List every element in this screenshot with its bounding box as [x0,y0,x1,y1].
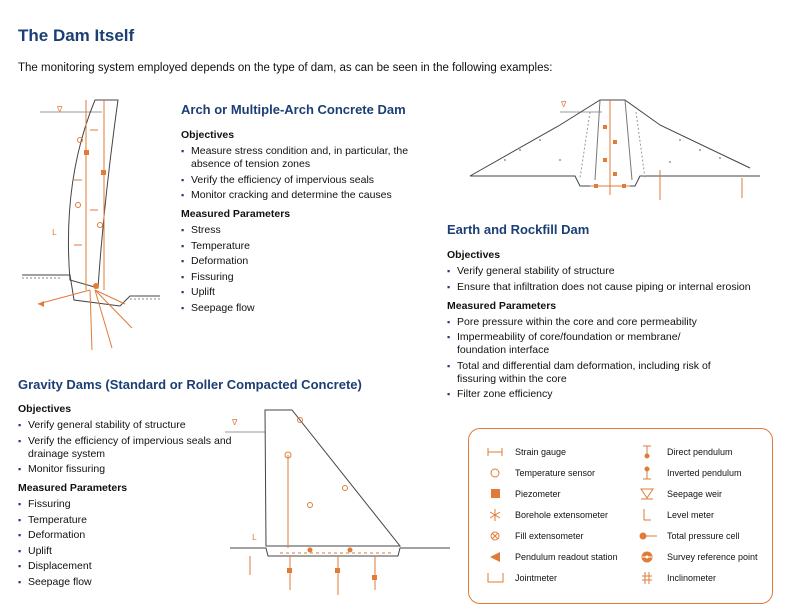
inclinometer-icon [642,572,652,584]
list-item: Ensure that infiltration does not cause … [447,281,782,294]
list-item: Stress [181,224,426,237]
temperature-sensor-icon [490,468,500,478]
arch-level-meter-icon: L [52,228,57,237]
piezometer-icon [491,489,500,498]
fill-extensometer-icon [490,531,500,541]
earth-params-heading: Measured Parameters [447,299,557,312]
arch-params-list: Stress Temperature Deformation Fissuring… [181,224,426,315]
arch-objectives-list: Measure stress condition and, in particu… [181,145,426,202]
list-item: Filter zone efficiency [447,388,782,401]
jointmeter-icon [487,573,504,583]
page-intro: The monitoring system employed depends o… [18,62,553,74]
earth-params-list: Pore pressure within the core and core p… [447,316,782,402]
earth-dam-section: Earth and Rockfill Dam Objectives Verify… [447,222,782,404]
inverted-pendulum-icon [643,466,651,480]
legend-item-level-meter: Level meter [637,509,714,521]
survey-reference-point-icon [641,551,653,563]
legend-box: Strain gauge Temperature sensor Piezomet… [468,428,773,604]
list-item: Temperature [181,240,426,253]
list-item: Temperature [18,514,388,527]
legend-item-borehole-extensometer: Borehole extensometer [485,509,608,521]
pendulum-readout-station-icon [490,552,500,562]
earth-objectives-list: Verify general stability of structure En… [447,265,782,294]
total-pressure-cell-icon [639,532,657,540]
gravity-params-list: Fissuring Temperature Deformation Uplift… [18,498,388,589]
arch-heading: Arch or Multiple-Arch Concrete Dam [181,102,406,117]
strain-gauge-icon [487,448,503,456]
list-item: Uplift [18,545,388,558]
earth-heading: Earth and Rockfill Dam [447,222,590,237]
list-item: Verify the efficiency of impervious seal… [181,174,426,187]
list-item: Deformation [18,529,388,542]
list-item: Monitor fissuring [18,463,233,476]
list-item: Verify general stability of structure [447,265,782,278]
legend-item-jointmeter: Jointmeter [485,572,557,584]
legend-item-temperature-sensor: Temperature sensor [485,467,595,479]
borehole-extensometer-icon [489,509,501,521]
gravity-params-heading: Measured Parameters [18,482,128,494]
seepage-weir-icon [640,488,654,500]
legend-item-strain-gauge: Strain gauge [485,446,566,458]
list-item: Fissuring [181,271,426,284]
list-item: Displacement [18,560,388,573]
list-item: Verify the efficiency of impervious seal… [18,435,233,461]
legend-item-seepage-weir: Seepage weir [637,488,722,500]
gravity-objectives-list: Verify general stability of structure Ve… [18,419,233,476]
arch-objectives-heading: Objectives [181,129,235,141]
list-item: Total and differential dam deformation, … [447,360,747,386]
list-item: Seepage flow [181,302,426,315]
gravity-water-level-icon: ∇ [231,418,238,427]
direct-pendulum-icon [643,445,651,459]
legend-item-inclinometer: Inclinometer [637,572,716,584]
list-item: Verify general stability of structure [18,419,233,432]
earth-objectives-heading: Objectives [447,249,501,261]
list-item: Impermeability of core/foundation or mem… [447,331,727,357]
legend-item-total-pressure-cell: Total pressure cell [637,530,740,542]
list-item: Uplift [181,286,426,299]
list-item: Fissuring [18,498,388,511]
level-meter-icon [643,509,651,521]
legend-item-pendulum-readout-station: Pendulum readout station [485,551,618,563]
gravity-dam-section: Gravity Dams (Standard or Roller Compact… [18,377,388,591]
list-item: Pore pressure within the core and core p… [447,316,782,329]
earth-water-level-icon: ∇ [560,100,567,109]
legend-item-survey-reference-point: Survey reference point [637,551,758,563]
list-item: Deformation [181,255,426,268]
legend-item-fill-extensometer: Fill extensometer [485,530,584,542]
arch-water-level-icon: ∇ [56,105,63,114]
legend-item-piezometer: Piezometer [485,488,561,500]
list-item: Measure stress condition and, in particu… [181,145,426,171]
arch-dam-section: Arch or Multiple-Arch Concrete Dam Objec… [181,102,426,317]
arch-params-heading: Measured Parameters [181,208,291,220]
page-title: The Dam Itself [18,26,135,45]
gravity-objectives-heading: Objectives [18,403,72,415]
list-item: Monitor cracking and determine the cause… [181,189,426,202]
legend-item-inverted-pendulum: Inverted pendulum [637,466,742,480]
list-item: Seepage flow [18,576,388,589]
gravity-heading: Gravity Dams (Standard or Roller Compact… [18,377,362,392]
legend-item-direct-pendulum: Direct pendulum [637,445,733,459]
